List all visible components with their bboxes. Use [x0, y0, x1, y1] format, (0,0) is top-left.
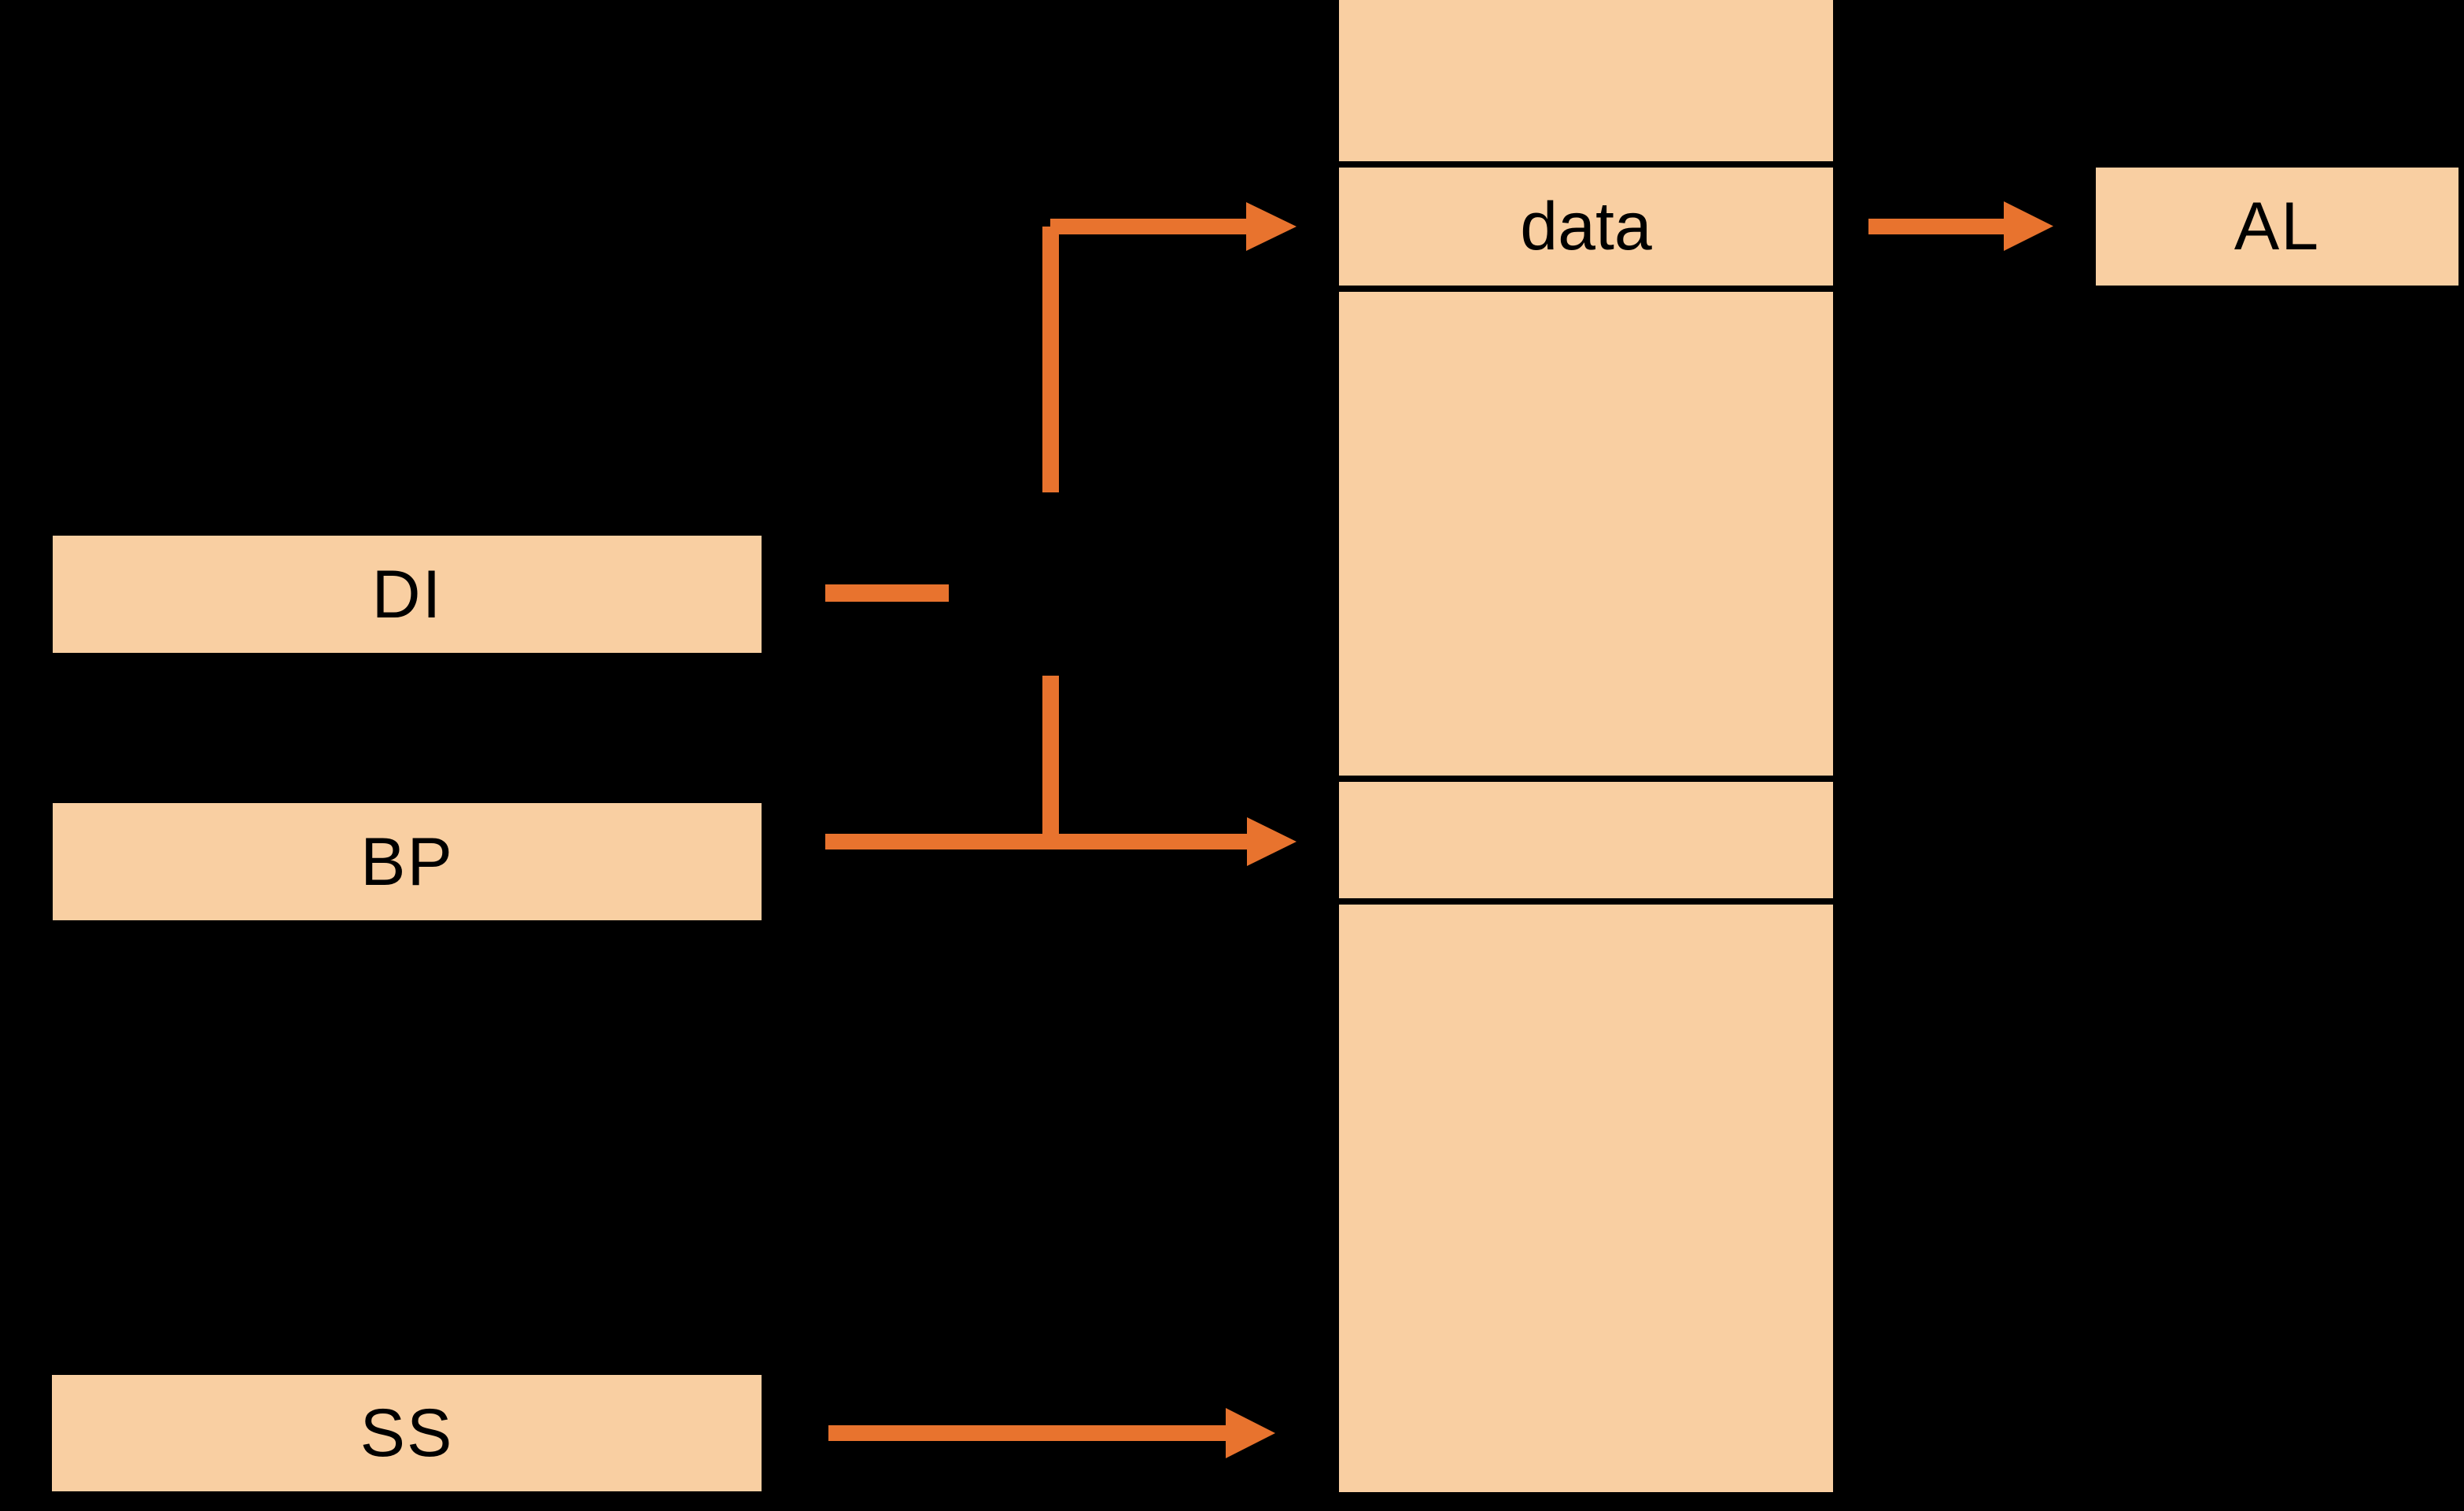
- offset-arrow-shaft: [1050, 219, 1246, 234]
- offset-vertical-line-upper: [1042, 227, 1059, 492]
- memory-divider-2: [1339, 286, 1833, 292]
- memory-divider-3: [1339, 776, 1833, 782]
- bp-arrowhead-icon: [1247, 817, 1297, 866]
- register-label-al: AL: [2233, 189, 2321, 264]
- memory-data-cell-label: data: [1520, 189, 1652, 264]
- data-to-al-arrowhead-icon: [2004, 201, 2053, 251]
- di-connector-dash: [825, 584, 949, 602]
- bp-arrow-shaft: [825, 834, 1247, 849]
- register-label-ss: SS: [360, 1395, 454, 1471]
- register-box-al: AL: [2096, 168, 2458, 286]
- offset-arrowhead-icon: [1246, 202, 1297, 251]
- memory-divider-1: [1339, 161, 1833, 168]
- register-box-bp: BP: [53, 803, 762, 920]
- data-to-al-arrow-shaft: [1868, 219, 2004, 234]
- register-box-ss: SS: [52, 1375, 762, 1491]
- memory-divider-4: [1339, 898, 1833, 905]
- register-label-di: DI: [371, 556, 443, 632]
- register-label-bp: BP: [360, 824, 454, 900]
- memory-column: data: [1339, 0, 1833, 1492]
- ss-arrow-shaft: [828, 1425, 1226, 1441]
- offset-vertical-line-lower: [1042, 676, 1059, 842]
- register-box-di: DI: [53, 536, 762, 653]
- ss-arrowhead-icon: [1226, 1408, 1275, 1458]
